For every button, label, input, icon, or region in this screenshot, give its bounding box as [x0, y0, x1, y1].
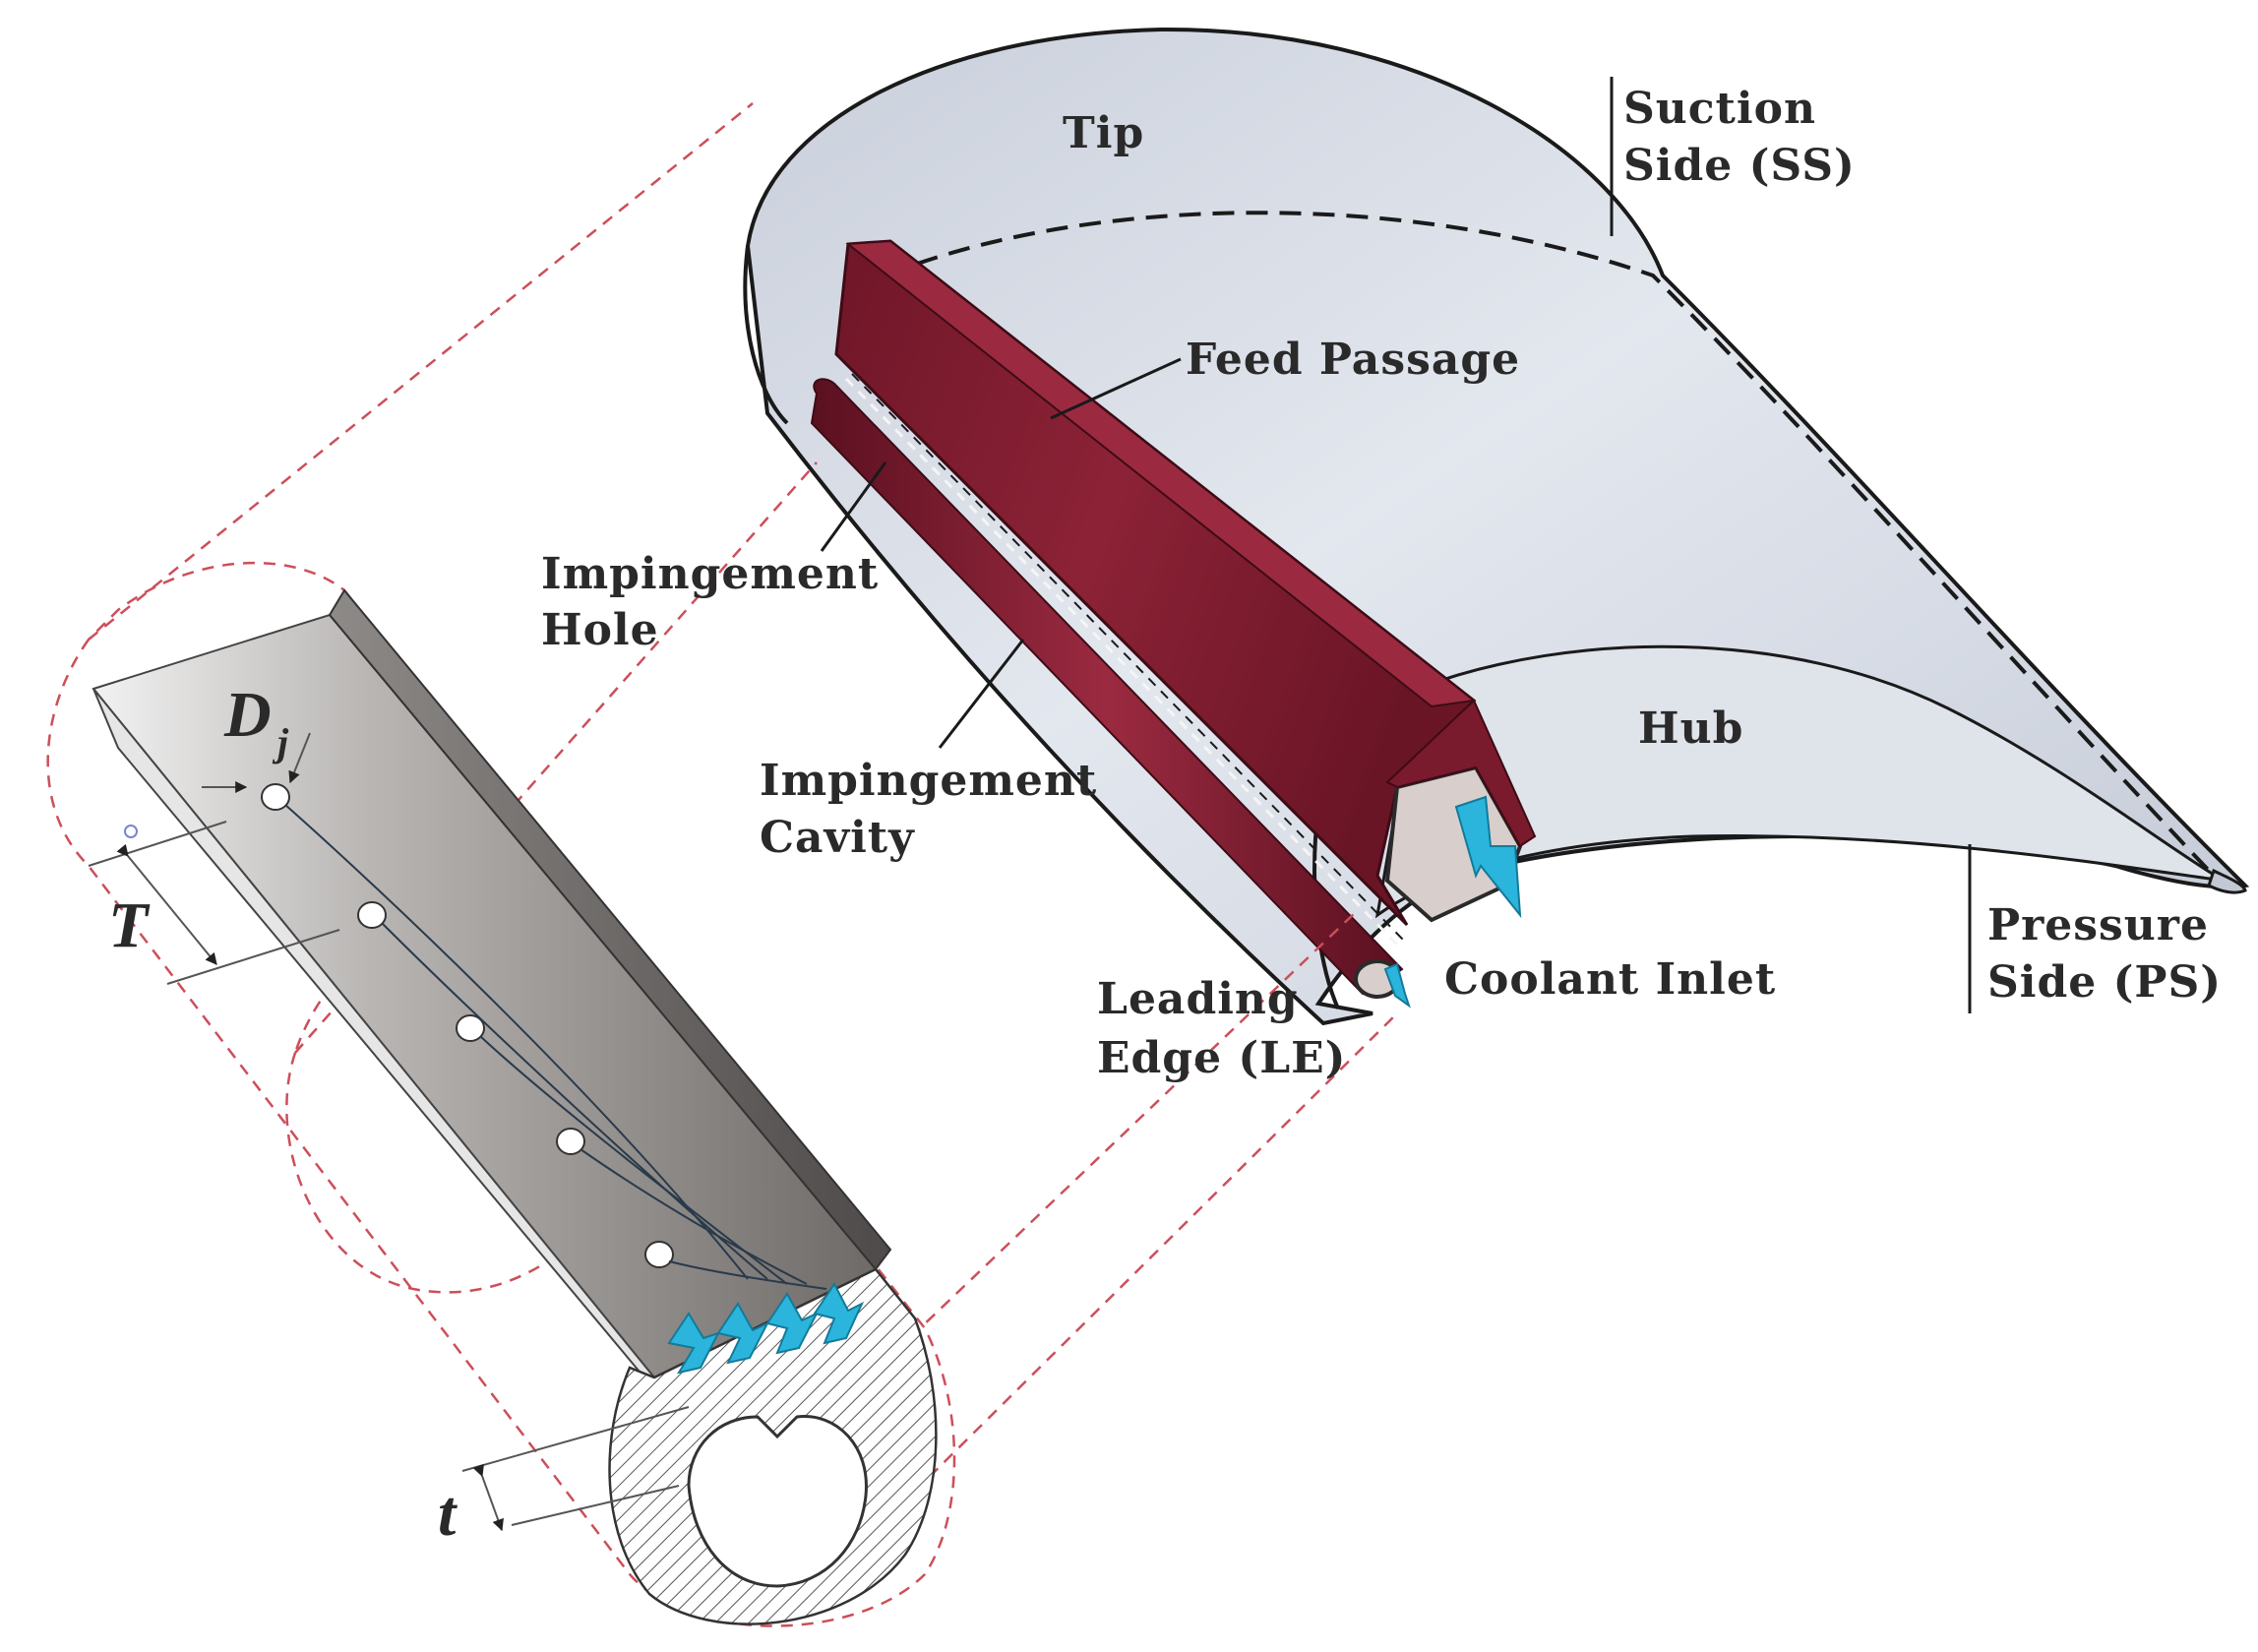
detail-cylinder-outline	[46, 561, 956, 1627]
impingement-hole-leader	[820, 461, 887, 552]
label-pressure-side-1: Pressure	[1987, 900, 2209, 950]
dim-D-arrow-right	[288, 732, 311, 784]
label-hub: Hub	[1638, 704, 1743, 754]
label-coolant-inlet: Coolant Inlet	[1444, 954, 1776, 1005]
impingement-cavity-leader	[938, 639, 1025, 749]
dim-t-ext-top	[461, 1406, 690, 1472]
dim-t-ext-bottom	[511, 1485, 680, 1526]
impingement-hole-row-dark	[851, 373, 1404, 941]
feed-passage-leader	[1050, 357, 1182, 420]
label-tip: Tip	[1063, 108, 1144, 158]
impingement-hole	[456, 1014, 485, 1042]
blade-leading-edge-curve	[743, 245, 789, 425]
detail-side-wall	[328, 588, 892, 1271]
symbol-hole-spacing: T	[108, 889, 151, 961]
label-impingement-cavity-2: Cavity	[760, 813, 915, 863]
dim-t-arrow	[472, 1463, 504, 1532]
feed-passage-end-rim	[1385, 699, 1537, 848]
label-impingement-hole-1: Impingement	[541, 549, 879, 599]
label-leading-edge-1: Leading	[1097, 974, 1299, 1024]
impingement-hole	[556, 1128, 585, 1155]
impingement-hole	[644, 1241, 674, 1268]
label-suction-side-1: Suction	[1623, 84, 1816, 134]
leader-lines	[820, 77, 1972, 1013]
detail-view	[46, 561, 956, 1627]
projection-line-top	[88, 102, 754, 641]
blade-hidden-profile	[885, 211, 2216, 878]
dim-origin-marker	[124, 825, 138, 838]
detail-target-wall	[92, 613, 878, 1379]
blade-pressure-edge	[1661, 274, 2247, 887]
detail-dimensions	[88, 732, 690, 1532]
label-pressure-side-2: Side (PS)	[1987, 957, 2222, 1008]
coolant-cavity-arrow	[1383, 962, 1411, 1009]
label-impingement-cavity-1: Impingement	[760, 756, 1097, 806]
dim-T-ext-top	[88, 821, 227, 867]
coolant-inlet-arrow	[1454, 795, 1522, 919]
blade-body	[743, 27, 2250, 1026]
coolant-arrows-blade	[1383, 795, 1522, 1009]
dim-T-arrow	[116, 843, 217, 965]
projection-line-right	[870, 1012, 1398, 1536]
impingement-hole	[357, 901, 387, 929]
symbol-hole-diameter: D	[223, 679, 272, 751]
blade-trailing-tip	[2207, 868, 2247, 894]
labels: Tip Suction Side (SS) Feed Passage Impin…	[108, 84, 2222, 1550]
dim-T-ext-bottom	[166, 929, 340, 985]
feed-passage	[834, 239, 1537, 927]
symbol-wall-thickness: t	[438, 1478, 458, 1550]
label-feed-passage: Feed Passage	[1186, 335, 1520, 385]
impingement-hole-row	[844, 377, 1399, 947]
detail-coolant-arrows	[667, 1282, 865, 1375]
label-suction-side-2: Side (SS)	[1623, 141, 1856, 191]
detail-section-cavity	[687, 1415, 868, 1588]
detail-jet-paths	[284, 804, 827, 1290]
label-leading-edge-2: Edge (LE)	[1097, 1033, 1347, 1083]
impingement-hole	[261, 783, 290, 811]
detail-impingement-holes	[261, 783, 674, 1268]
label-impingement-hole-2: Hole	[541, 605, 659, 655]
